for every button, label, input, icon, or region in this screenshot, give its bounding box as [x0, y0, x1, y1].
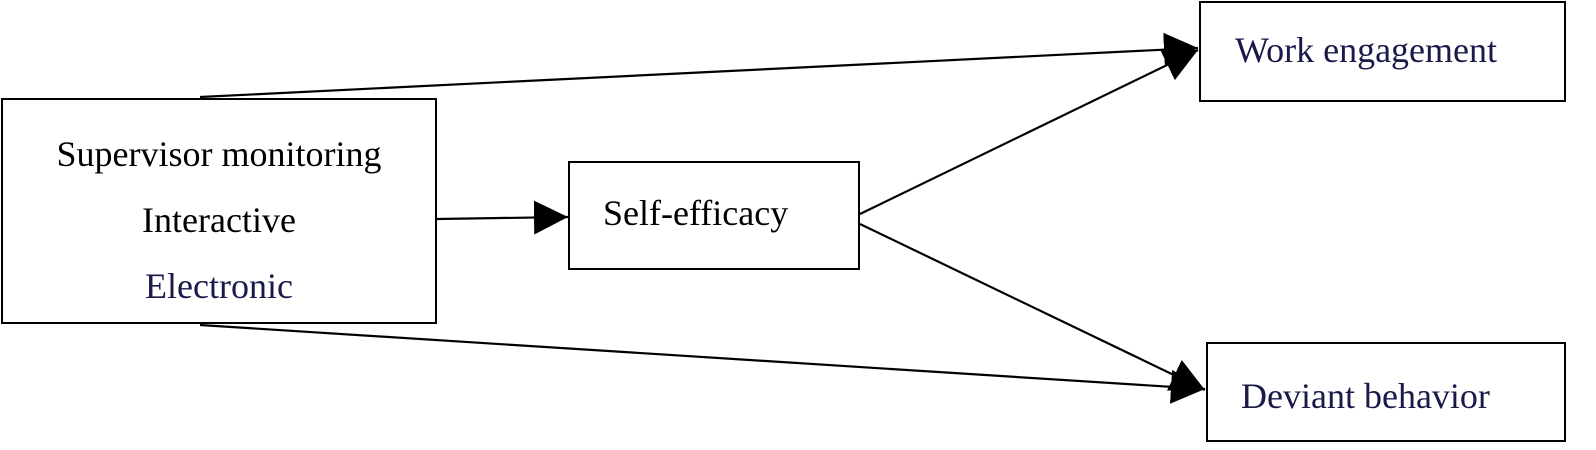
supervisor-monitoring-box: Supervisor monitoring Interactive Electr… [1, 98, 437, 324]
supervisor-monitoring-label: Supervisor monitoring [56, 134, 382, 174]
work-engagement-label: Work engagement [1235, 29, 1498, 70]
arrow-supervisor-to-deviant-behavior [199, 323, 1206, 404]
self-efficacy-label: Self-efficacy [603, 192, 789, 233]
arrow-supervisor-to-work-engagement [199, 32, 1199, 99]
deviant-behavior-label: Deviant behavior [1241, 376, 1490, 416]
arrow-self-efficacy-to-deviant-behavior [859, 223, 1206, 391]
electronic-label: Electronic [145, 266, 293, 306]
interactive-label: Interactive [142, 200, 296, 240]
self-efficacy-box: Self-efficacy [568, 161, 860, 270]
arrow-self-efficacy-to-work-engagement [859, 49, 1199, 215]
deviant-behavior-box: Deviant behavior [1206, 342, 1566, 442]
work-engagement-box: Work engagement [1199, 1, 1566, 102]
arrow-supervisor-to-self-efficacy [436, 200, 569, 235]
